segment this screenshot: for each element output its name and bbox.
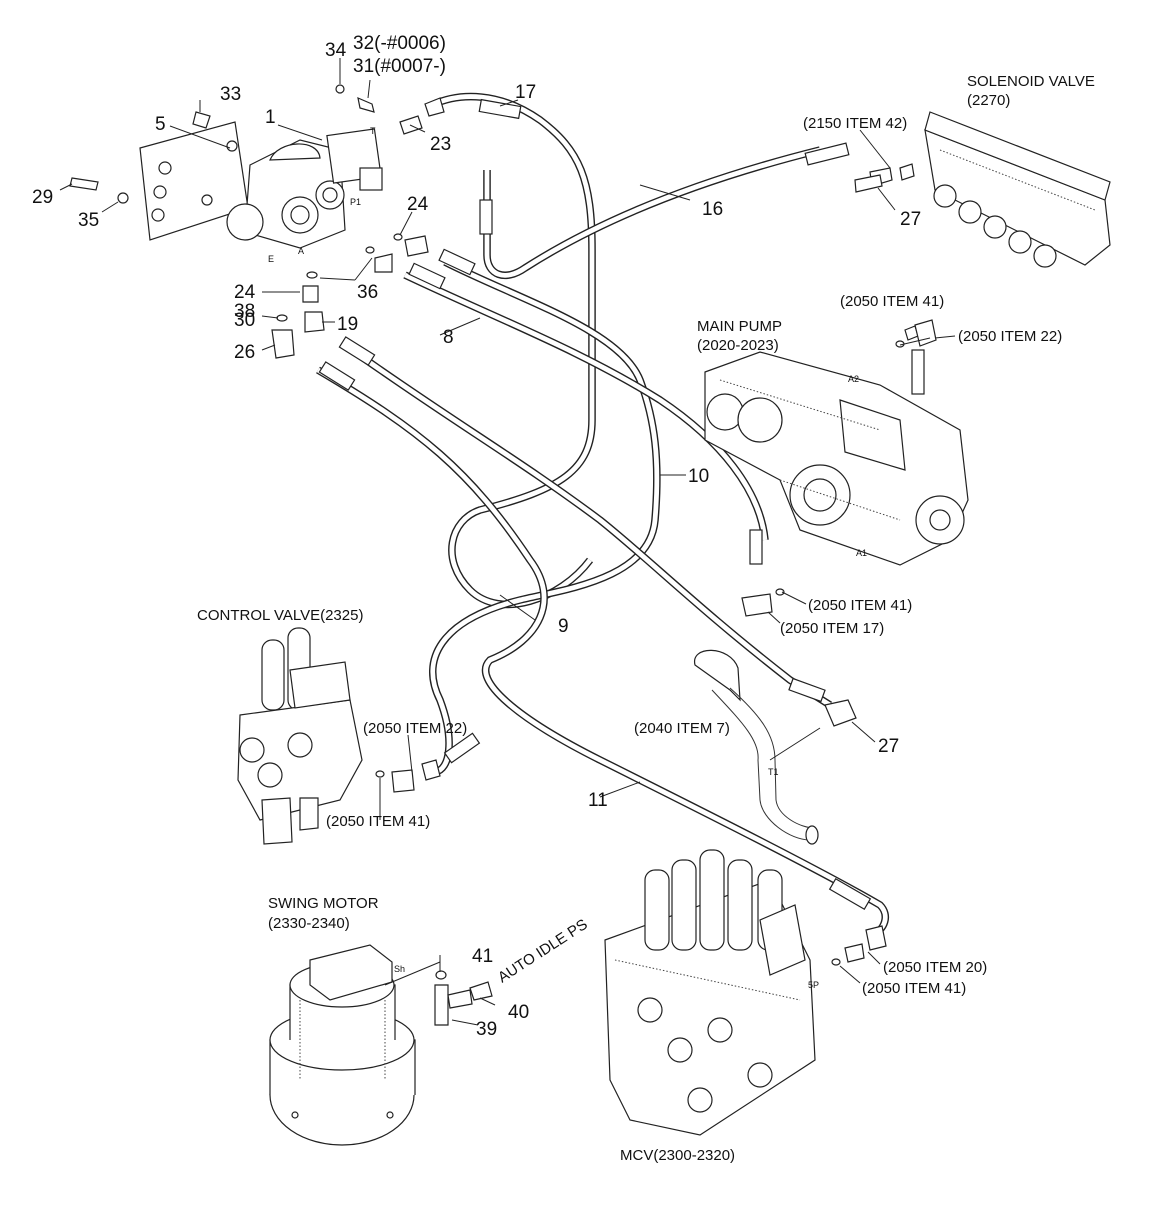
port-e: E — [268, 254, 274, 264]
label-part-26: 26 — [234, 342, 255, 363]
label-part-5: 5 — [155, 114, 166, 135]
label-part-39: 39 — [476, 1019, 497, 1040]
hose-16 — [483, 146, 821, 280]
ref-2050-item-17: (2050 ITEM 17) — [780, 620, 884, 637]
hose-17 — [430, 92, 596, 609]
control-valve — [237, 627, 441, 845]
port-a2: A2 — [848, 374, 859, 384]
hose-9 — [342, 341, 833, 709]
label-part-8: 8 — [443, 327, 454, 348]
ref-2050-item-41-cv: (2050 ITEM 41) — [326, 813, 430, 830]
label-mcv: MCV(2300-2320) — [620, 1147, 735, 1164]
label-control-valve: CONTROL VALVE(2325) — [197, 607, 363, 624]
label-part-33: 33 — [220, 84, 241, 105]
port-t: T — [370, 126, 376, 136]
label-part-16: 16 — [702, 199, 723, 220]
label-swing-motor-code: (2330-2340) — [268, 915, 350, 932]
label-part-17: 17 — [515, 82, 536, 103]
label-swing-motor: SWING MOTOR — [268, 895, 379, 912]
ref-2050-item-41-pump-bottom: (2050 ITEM 41) — [808, 597, 912, 614]
ref-2050-item-41-mcv: (2050 ITEM 41) — [862, 980, 966, 997]
label-part-31: 31(#0007-) — [353, 56, 446, 77]
port-t1: T1 — [768, 767, 779, 777]
label-main-pump-code: (2020-2023) — [697, 337, 779, 354]
label-part-10: 10 — [688, 466, 709, 487]
label-auto-idle-ps: AUTO IDLE PS — [495, 916, 591, 986]
label-part-27-bottom: 27 — [878, 736, 899, 757]
hose-fittings — [318, 98, 925, 911]
port-a: A — [298, 246, 304, 256]
ref-2050-item-20: (2050 ITEM 20) — [883, 959, 987, 976]
leader-lines — [59, 58, 956, 1026]
port-5p: 5P — [808, 980, 819, 990]
label-part-19: 19 — [337, 314, 358, 335]
pilot-valve-assembly — [69, 84, 445, 359]
label-part-23: 23 — [430, 134, 451, 155]
port-a1: A1 — [856, 548, 867, 558]
label-part-11: 11 — [588, 790, 608, 811]
label-part-36: 36 — [357, 282, 378, 303]
label-part-30: 30 — [234, 310, 255, 331]
port-sh: Sh — [394, 964, 405, 974]
ref-2050-item-22-cv: (2050 ITEM 22) — [363, 720, 467, 737]
ref-2050-item-41-pump-top: (2050 ITEM 41) — [840, 293, 944, 310]
label-part-29: 29 — [32, 187, 53, 208]
label-part-27-top: 27 — [900, 209, 921, 230]
label-part-24-top: 24 — [407, 194, 429, 215]
label-part-41: 41 — [472, 946, 493, 967]
item-reference-labels: (2150 ITEM 42) (2050 ITEM 41) (2050 ITEM… — [326, 115, 1062, 997]
o-ring-34 — [335, 84, 345, 94]
part-number-labels: 34 32(-#0006) 31(#0007-) 33 1 5 17 23 29… — [32, 33, 921, 1040]
ref-2050-item-22-pump: (2050 ITEM 22) — [958, 328, 1062, 345]
label-part-9: 9 — [558, 616, 569, 637]
label-part-34: 34 — [325, 40, 347, 61]
label-part-1: 1 — [265, 107, 276, 128]
hose-8 — [429, 258, 661, 776]
hose-10 — [403, 271, 769, 541]
label-main-pump: MAIN PUMP — [697, 318, 782, 335]
ref-2040-item-7: (2040 ITEM 7) — [634, 720, 730, 737]
solenoid-valve — [854, 111, 1111, 268]
hose-lines — [316, 92, 890, 939]
main-pump — [704, 319, 969, 617]
label-solenoid-valve-code: (2270) — [967, 92, 1010, 109]
label-part-40: 40 — [508, 1002, 529, 1023]
return-pipe-2040-7 — [694, 649, 857, 845]
label-part-38: 38 — [234, 301, 255, 322]
label-solenoid-valve: SOLENOID VALVE — [967, 73, 1095, 90]
swing-motor — [269, 944, 493, 1146]
port-p1: P1 — [350, 197, 361, 207]
port-marks: T P1 A E A2 A1 T1 Sh 5P — [268, 126, 867, 990]
label-part-35: 35 — [78, 210, 99, 231]
label-part-32: 32(-#0006) — [353, 33, 446, 54]
ref-2150-item-42: (2150 ITEM 42) — [803, 115, 907, 132]
mcv-block — [604, 849, 887, 1136]
label-part-24-mid: 24 — [234, 282, 256, 303]
